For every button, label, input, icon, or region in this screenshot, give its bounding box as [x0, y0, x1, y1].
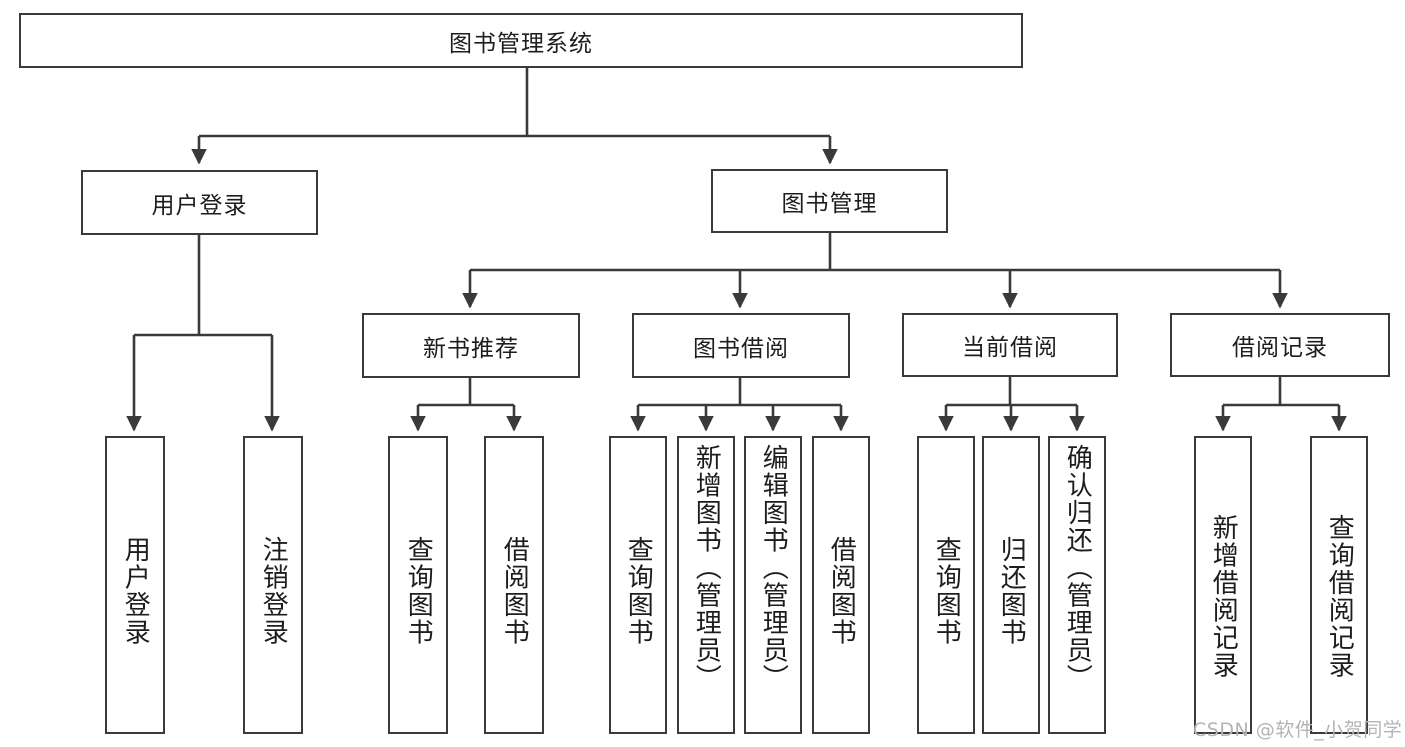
leaf-user-login-login[interactable]: 用户登录 [105, 436, 165, 734]
node-label: 用户登录 [151, 192, 248, 219]
node-user-login[interactable]: 用户登录 [81, 170, 318, 235]
node-root-system[interactable]: 图书管理系统 [19, 13, 1023, 68]
node-book-borrow[interactable]: 图书借阅 [632, 313, 850, 378]
leaf-book-borrow-add[interactable]: 新增图书（管理员） [677, 436, 735, 734]
leaf-new-book-query[interactable]: 查询图书 [388, 436, 448, 734]
node-book-management[interactable]: 图书管理 [711, 169, 948, 233]
node-new-book-recommend[interactable]: 新书推荐 [362, 313, 580, 378]
node-label: 借阅图书 [826, 536, 857, 646]
node-label: 借阅记录 [1232, 335, 1328, 361]
node-label: 归还图书 [996, 536, 1027, 646]
node-label: 新增借阅记录 [1208, 514, 1239, 679]
node-label: 查询图书 [931, 536, 962, 646]
node-label: 新书推荐 [423, 335, 519, 362]
leaf-current-borrow-return[interactable]: 归还图书 [982, 436, 1040, 734]
csdn-watermark: CSDN @软件_小贺同学 [1193, 719, 1403, 741]
node-label: 新增图书（管理员） [691, 444, 722, 692]
leaf-book-borrow-query[interactable]: 查询图书 [609, 436, 667, 734]
node-label: 查询借阅记录 [1324, 514, 1355, 679]
node-label: 图书管理 [781, 191, 878, 217]
leaf-borrow-record-query[interactable]: 查询借阅记录 [1310, 436, 1368, 734]
leaf-book-borrow-edit[interactable]: 编辑图书（管理员） [744, 436, 802, 734]
node-label: 用户登录 [120, 536, 151, 646]
leaf-current-borrow-query[interactable]: 查询图书 [917, 436, 975, 734]
node-label: 确认归还（管理员） [1062, 444, 1093, 692]
leaf-book-borrow-borrow[interactable]: 借阅图书 [812, 436, 870, 734]
node-label: 借阅图书 [499, 536, 530, 646]
node-borrow-record[interactable]: 借阅记录 [1170, 313, 1390, 377]
node-label: 注销登录 [258, 536, 289, 646]
node-label: 查询图书 [403, 536, 434, 646]
leaf-current-borrow-confirm[interactable]: 确认归还（管理员） [1048, 436, 1106, 734]
node-label: 编辑图书（管理员） [758, 444, 789, 692]
node-current-borrow[interactable]: 当前借阅 [902, 313, 1118, 377]
leaf-new-book-borrow[interactable]: 借阅图书 [484, 436, 544, 734]
node-label: 查询图书 [623, 536, 654, 646]
node-label: 当前借阅 [962, 335, 1058, 361]
node-label: 图书借阅 [693, 335, 789, 362]
leaf-borrow-record-add[interactable]: 新增借阅记录 [1194, 436, 1252, 734]
leaf-user-login-logout[interactable]: 注销登录 [243, 436, 303, 734]
node-label: 图书管理系统 [449, 30, 593, 57]
